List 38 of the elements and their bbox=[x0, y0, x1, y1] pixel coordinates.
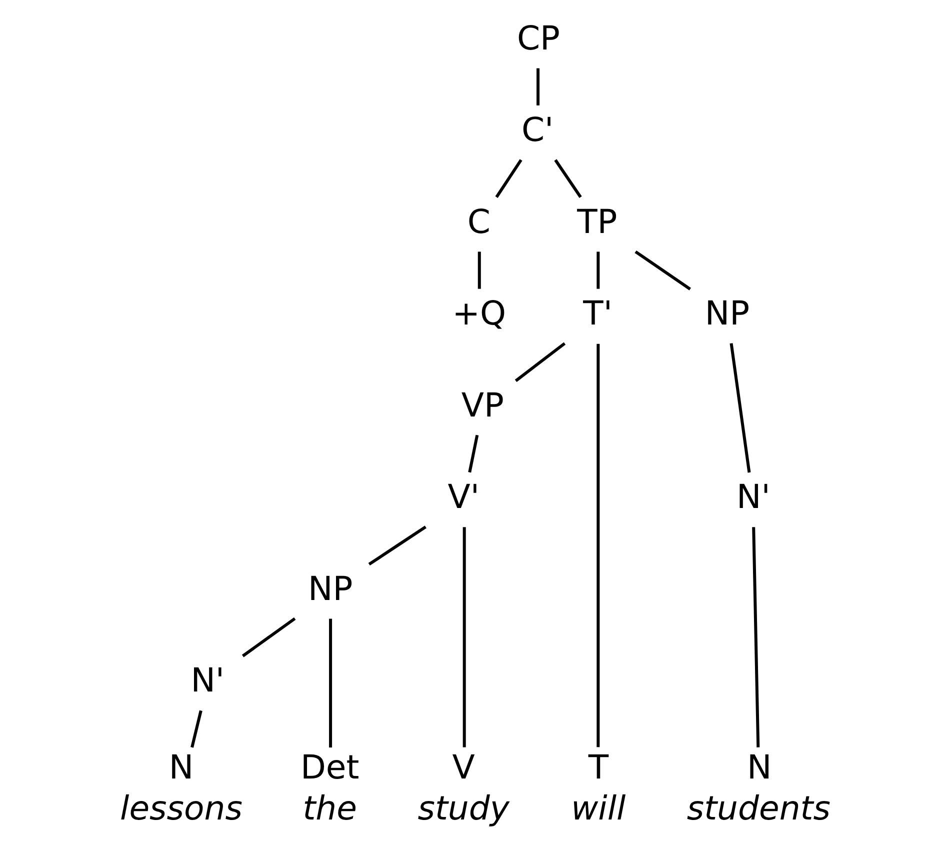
node-text: V bbox=[452, 748, 474, 787]
node-label: the bbox=[302, 788, 356, 828]
connector bbox=[462, 527, 466, 748]
node-text: T bbox=[588, 748, 608, 787]
node-text: Det bbox=[300, 748, 359, 787]
node-text: TP bbox=[576, 202, 617, 241]
connector bbox=[328, 618, 332, 748]
node-text: C' bbox=[520, 110, 554, 150]
node-text: N bbox=[168, 748, 194, 787]
connector bbox=[536, 68, 540, 106]
connector bbox=[752, 527, 760, 748]
node-text: N' bbox=[736, 477, 770, 516]
connector bbox=[241, 617, 296, 658]
node-text: VP bbox=[460, 385, 504, 424]
node-text: NP bbox=[307, 568, 352, 608]
connector bbox=[368, 526, 426, 566]
node-text: V' bbox=[447, 477, 480, 516]
connector bbox=[468, 434, 478, 473]
node-label: students bbox=[686, 788, 830, 828]
node-text: T' bbox=[582, 294, 612, 333]
node-text: N bbox=[746, 748, 772, 787]
connector bbox=[729, 343, 750, 473]
connector bbox=[596, 252, 600, 289]
node-label: study bbox=[417, 788, 509, 828]
node-text: N' bbox=[190, 660, 224, 700]
node-label: will bbox=[570, 788, 626, 828]
connector bbox=[190, 710, 202, 748]
node-label: lessons bbox=[120, 788, 242, 828]
node-text: NP bbox=[704, 294, 750, 333]
node-text: +Q bbox=[452, 294, 506, 333]
connector bbox=[477, 252, 480, 289]
connector bbox=[554, 159, 582, 198]
connector bbox=[634, 250, 690, 290]
connector bbox=[596, 344, 600, 748]
node-text: CP bbox=[516, 18, 560, 58]
connector bbox=[494, 159, 522, 198]
node-text: C bbox=[466, 202, 490, 241]
connector bbox=[514, 342, 566, 382]
